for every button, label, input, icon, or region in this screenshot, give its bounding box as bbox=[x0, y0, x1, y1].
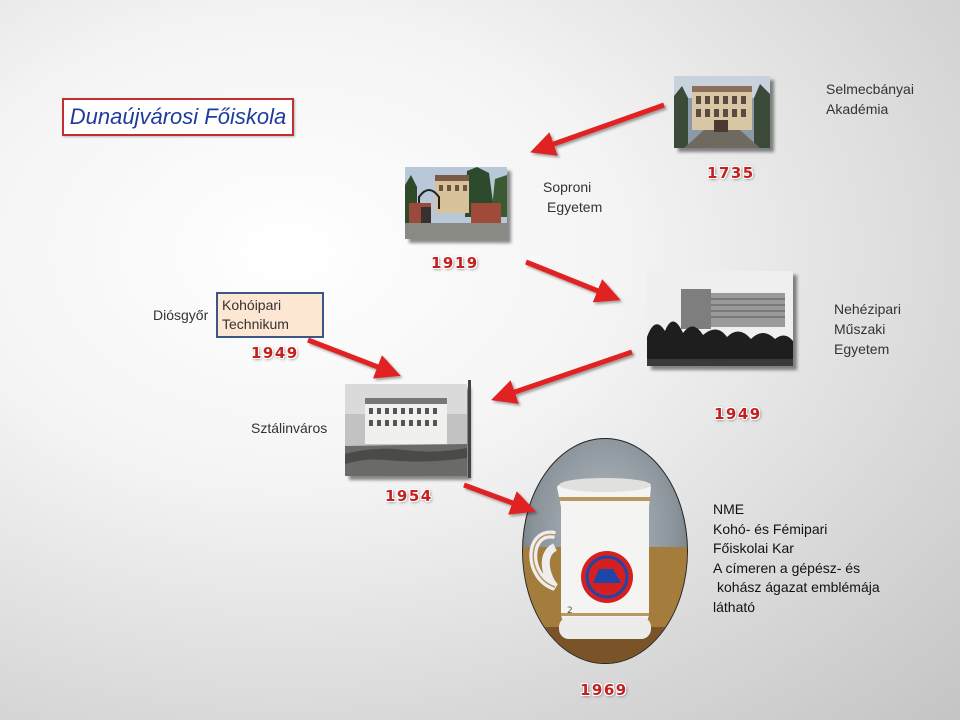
photo-selmecbanya-academy bbox=[674, 76, 770, 148]
nme-line-6: látható bbox=[713, 598, 756, 615]
label-selmecbanya-line1: Selmecbányai bbox=[826, 81, 914, 97]
label-miskolc-line3: Egyetem bbox=[834, 341, 890, 357]
title-box: Dunaújvárosi Főiskola bbox=[62, 98, 294, 136]
label-selmecbanya-line2: Akadémia bbox=[826, 101, 889, 117]
arrow-miskolc-to-sztalinvaros bbox=[491, 349, 633, 404]
nme-description: NME Kohó- és Fémipari Főiskolai Kar A cí… bbox=[713, 500, 943, 617]
year-1735: 1735 bbox=[707, 164, 755, 182]
nme-line-3: Főiskolai Kar bbox=[713, 540, 794, 556]
nme-line-4: A címeren a gépész- és bbox=[713, 559, 861, 576]
label-miskolc-line1: Nehézipari bbox=[834, 301, 901, 317]
year-1949-miskolc: 1949 bbox=[714, 405, 762, 423]
photo-miskolc-university bbox=[647, 271, 793, 366]
arrow-sopron-to-miskolc bbox=[525, 259, 621, 303]
label-sopron: Soproni Egyetem bbox=[543, 177, 602, 217]
label-diosgyor: Diósgyőr bbox=[153, 307, 209, 323]
photo-sopron-university bbox=[405, 167, 507, 239]
arrow-diosgyor-to-sztalinvaros bbox=[307, 337, 401, 379]
nme-line-5: kohász ágazat emblémája bbox=[717, 579, 880, 595]
photo-nme-beer-mug: 2 bbox=[521, 437, 689, 665]
year-1949-diosgyor: 1949 bbox=[251, 344, 299, 362]
nme-line-1: NME bbox=[713, 501, 745, 517]
label-sopron-line2: Egyetem bbox=[547, 199, 603, 215]
label-sopron-line1: Soproni bbox=[543, 179, 592, 195]
kohoipari-technikum-box: Kohóipari Technikum bbox=[216, 292, 324, 338]
page-title: Dunaújvárosi Főiskola bbox=[69, 104, 287, 129]
arrow-sztalinvaros-to-nme bbox=[463, 482, 536, 515]
label-miskolc-line2: Műszaki bbox=[834, 321, 886, 337]
year-1919: 1919 bbox=[431, 254, 479, 272]
divider-line bbox=[468, 380, 471, 478]
label-selmecbanya: Selmecbányai Akadémia bbox=[826, 79, 914, 119]
photo-sztalinvaros-building bbox=[345, 384, 467, 476]
arrow-selmecbanya-to-sopron bbox=[530, 102, 665, 156]
year-1969: 1969 bbox=[580, 681, 628, 699]
nme-line-2: Kohó- és Fémipari bbox=[713, 520, 828, 537]
label-sztalinvaros: Sztálinváros bbox=[251, 420, 328, 436]
technikum-line2: Technikum bbox=[222, 316, 289, 332]
technikum-line1: Kohóipari bbox=[222, 297, 282, 313]
year-1954: 1954 bbox=[385, 487, 433, 505]
label-miskolc: Nehézipari Műszaki Egyetem bbox=[834, 299, 901, 359]
mug-marking: 2 bbox=[567, 606, 573, 616]
